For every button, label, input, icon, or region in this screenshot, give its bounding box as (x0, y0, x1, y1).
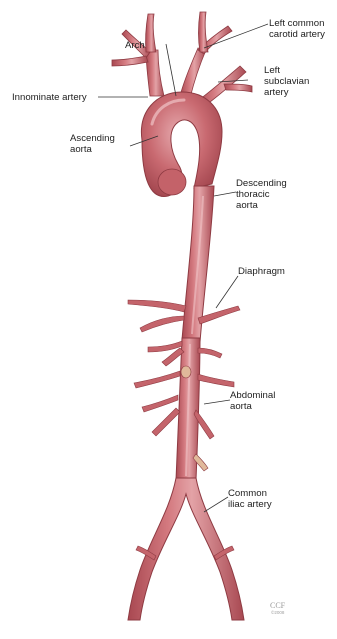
label-common-iliac-line1: Common (228, 488, 267, 499)
label-left-common-carotid-line1: Left common (269, 18, 324, 29)
label-descending-aorta-line2: thoracic (236, 189, 270, 200)
innominate-artery-shape (112, 14, 164, 96)
label-descending-aorta-line3: aorta (236, 200, 259, 211)
label-common-iliac-line2: iliac artery (228, 499, 272, 510)
label-ascending-aorta-line2: aorta (70, 144, 93, 155)
aortic-arch-shape (141, 92, 222, 196)
label-left-subclavian-line1: Left (264, 65, 280, 76)
anatomical-labels: Left common carotid artery Arch Left sub… (12, 18, 325, 510)
watermark-ccf: CCF (270, 601, 286, 610)
label-left-common-carotid-line2: carotid artery (269, 29, 325, 40)
aorta-illustration (112, 12, 252, 620)
label-arch: Arch (125, 40, 145, 51)
watermark-year: ©2008 (271, 609, 285, 615)
label-abdominal-aorta-line1: Abdominal (230, 390, 275, 401)
common-iliac-shape (128, 478, 244, 620)
label-diaphragm: Diaphragm (238, 266, 285, 277)
ccf-watermark: CCF ©2008 (270, 601, 286, 615)
label-left-subclavian-line3: artery (264, 87, 289, 98)
label-abdominal-aorta-line2: aorta (230, 401, 253, 412)
label-descending-aorta-line1: Descending (236, 178, 287, 189)
label-innominate-artery: Innominate artery (12, 92, 87, 103)
label-ascending-aorta-line1: Ascending (70, 133, 115, 144)
label-left-subclavian-line2: subclavian (264, 76, 309, 87)
